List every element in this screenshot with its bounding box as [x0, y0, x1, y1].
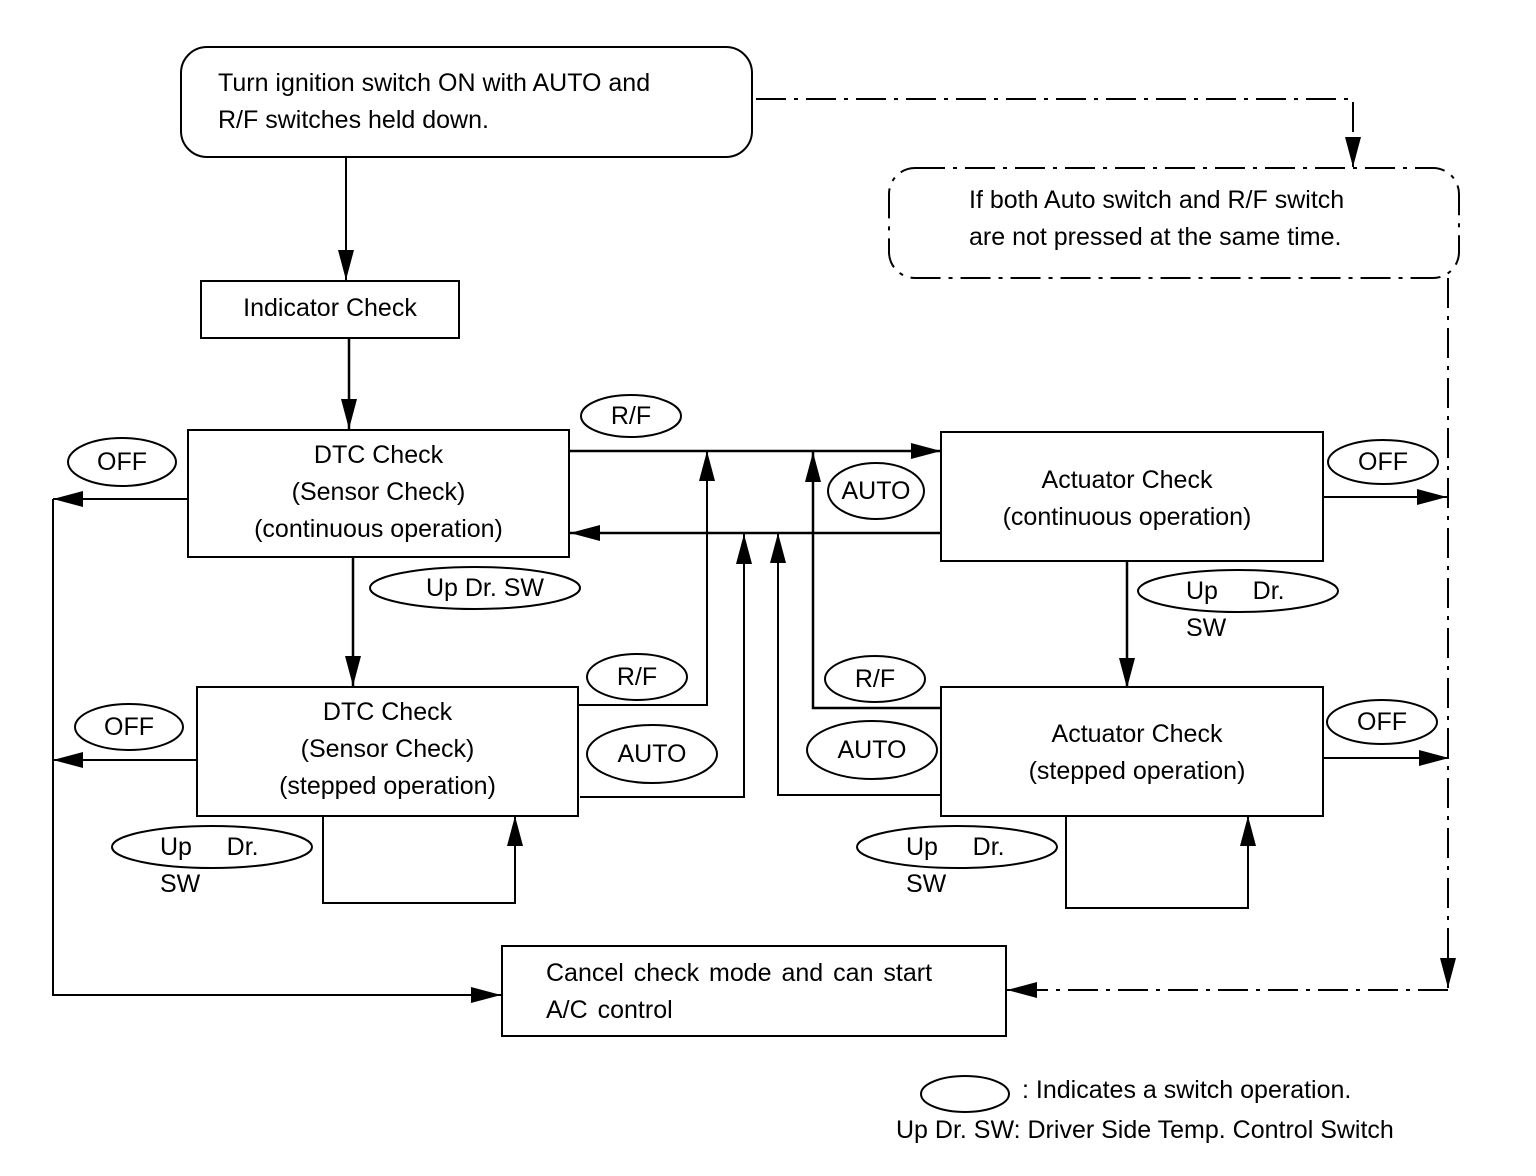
oval-off-dtc-cont	[67, 437, 177, 487]
oval-updr-dtc	[369, 566, 581, 610]
cancel-node-text: Cancel check mode and can start A/C cont…	[546, 955, 932, 1029]
oval-updr-act	[1137, 569, 1339, 613]
dtc-continuous-line-2: (Sensor Check)	[291, 478, 466, 506]
oval-rf-top	[580, 394, 682, 438]
switch-op-updr-act-loop-line2: SW	[906, 870, 947, 898]
oval-auto-act-step	[806, 720, 938, 780]
oval-rf-act-step	[824, 655, 926, 703]
switch-op-auto-dtc-step: AUTO	[617, 740, 687, 768]
switch-op-updr-dtc: Up Dr. SW	[425, 574, 545, 602]
start-node-text: Turn ignition switch ON with AUTO and R/…	[218, 65, 650, 139]
oval-auto-dtc-step	[586, 724, 718, 784]
indicator-check-label: Indicator Check	[243, 294, 417, 322]
arrow-act-step-auto	[770, 533, 941, 796]
dtc-continuous-line-1: DTC Check	[313, 441, 444, 469]
switch-op-updr-act-line1: Up Dr.	[1186, 577, 1285, 605]
oval-rf-dtc-step	[586, 653, 688, 701]
legend-oval-icon	[920, 1075, 1010, 1113]
switch-op-updr-act-loop-line1: Up Dr.	[906, 833, 1005, 861]
cancel-line-2: A/C control	[546, 996, 673, 1024]
dtc-continuous-text: DTC Check (Sensor Check) (continuous ope…	[188, 437, 569, 548]
oval-updr-dtc-loop	[111, 825, 313, 869]
dtc-stepped-line-3: (stepped operation)	[279, 772, 496, 800]
arrow-left-rail-to-cancel	[52, 499, 501, 1003]
condition-line-1: If both Auto switch and R/F switch	[969, 186, 1345, 214]
actuator-continuous-line-2: (continuous operation)	[1002, 503, 1252, 531]
dtc-stepped-line-2: (Sensor Check)	[300, 735, 475, 763]
cancel-box	[501, 945, 1007, 1037]
switch-op-auto-act-step: AUTO	[837, 736, 907, 764]
actuator-continuous-text: Actuator Check (continuous operation)	[941, 462, 1313, 536]
condition-box	[888, 167, 1460, 279]
switch-op-off-act-step: OFF	[1357, 708, 1407, 736]
arrow-dtc-step-rf	[578, 451, 715, 706]
actuator-stepped-text: Actuator Check (stepped operation)	[951, 716, 1323, 790]
legend-abbreviation: Up Dr. SW: Driver Side Temp. Control Swi…	[896, 1116, 1394, 1144]
arrow-act-step-loop	[1065, 816, 1256, 909]
arrow-act-step-rf	[805, 452, 941, 710]
dtc-continuous-box	[187, 429, 570, 558]
oval-off-act-step	[1326, 699, 1438, 745]
arrow-start-to-condition	[756, 98, 1361, 167]
switch-op-updr-dtc-loop-line1: Up Dr.	[160, 833, 259, 861]
switch-op-off-dtc-step: OFF	[104, 713, 154, 741]
switch-op-updr-act-line2: SW	[1186, 614, 1227, 642]
switch-op-rf-top: R/F	[610, 402, 652, 430]
switch-op-off-dtc-cont: OFF	[97, 448, 147, 476]
dtc-stepped-box	[196, 686, 579, 817]
cancel-line-1: Cancel check mode and can start	[546, 959, 933, 987]
oval-auto-top	[827, 462, 925, 520]
switch-op-updr-dtc-loop-line2: SW	[160, 870, 201, 898]
dtc-stepped-line-1: DTC Check	[322, 698, 453, 726]
start-box	[180, 46, 753, 158]
actuator-stepped-line-2: (stepped operation)	[1028, 757, 1246, 785]
legend-oval-meaning: : Indicates a switch operation.	[1022, 1076, 1352, 1104]
oval-off-dtc-step	[74, 703, 184, 751]
switch-op-off-act-cont: OFF	[1358, 448, 1408, 476]
indicator-check-box	[200, 280, 460, 339]
oval-off-act-cont	[1327, 439, 1439, 485]
start-line-2: R/F switches held down.	[218, 106, 489, 134]
condition-node-text: If both Auto switch and R/F switch are n…	[969, 182, 1344, 256]
start-line-1: Turn ignition switch ON with AUTO and	[218, 69, 651, 97]
dtc-stepped-text: DTC Check (Sensor Check) (stepped operat…	[197, 694, 578, 805]
actuator-continuous-line-1: Actuator Check	[1041, 466, 1213, 494]
arrow-dtc-step-auto	[580, 534, 752, 798]
switch-op-auto-top: AUTO	[841, 477, 911, 505]
arrow-dtc-step-loop	[322, 816, 523, 904]
condition-line-2: are not pressed at the same time.	[969, 223, 1342, 251]
dtc-continuous-line-3: (continuous operation)	[254, 515, 503, 543]
actuator-stepped-line-1: Actuator Check	[1051, 720, 1223, 748]
switch-op-rf-dtc-step: R/F	[616, 663, 658, 691]
switch-op-rf-act-step: R/F	[854, 665, 896, 693]
oval-updr-act-loop	[856, 825, 1058, 869]
